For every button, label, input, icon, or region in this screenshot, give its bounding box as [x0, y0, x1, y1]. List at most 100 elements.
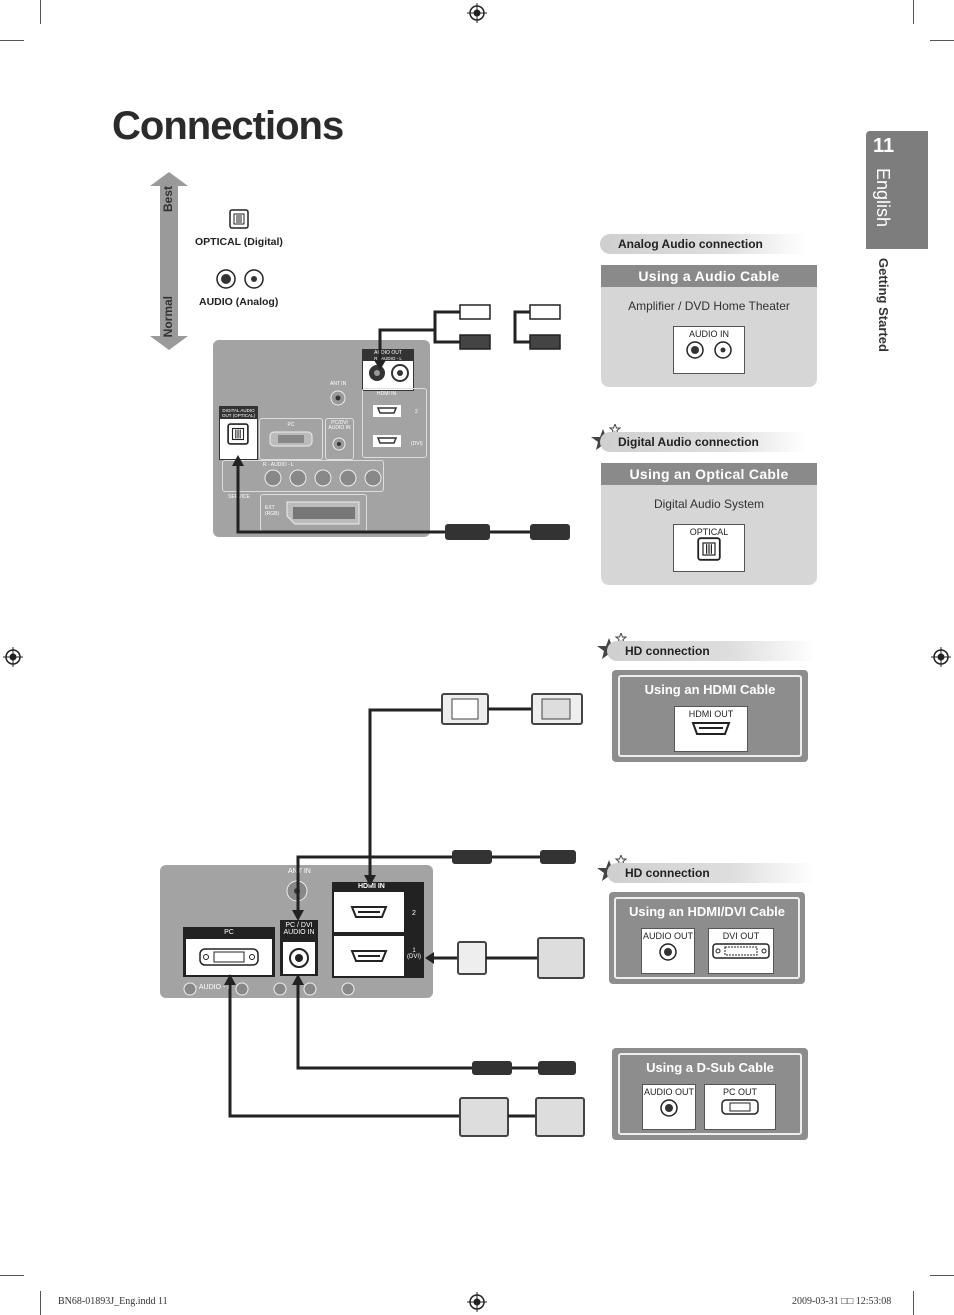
digital-audio-title: Using an Optical Cable	[601, 463, 817, 485]
hdmi-port-icon	[350, 906, 388, 918]
page-tab	[866, 131, 928, 249]
ext-rgb-label: EXT (RGB)	[265, 505, 280, 517]
hdmi-out-port-box: HDMI OUT	[674, 706, 748, 752]
optical-port-icon	[697, 537, 721, 561]
audio-out-label: AUDIO OUT	[642, 931, 693, 941]
hdmi-in-label: HDMI IN	[377, 391, 397, 397]
vga-port-icon	[199, 948, 259, 966]
hdmi-port-icon	[373, 405, 401, 417]
hdmi-1-dvi-label: 1 (DVI)	[407, 948, 421, 960]
language-label: English	[873, 168, 893, 228]
audio-out-label: AUDIO OUT	[363, 350, 413, 356]
component-jacks-icon	[264, 469, 382, 487]
digital-audio-out-box: DIGITAL AUDIO OUT (OPTICAL)	[219, 406, 258, 460]
crop-mark	[0, 1275, 24, 1276]
dvi-out-port-box: DVI OUT	[708, 928, 774, 974]
audio-out-box: AUDIO OUT R - AUDIO - L	[362, 349, 414, 391]
optical-label: OPTICAL	[689, 527, 729, 537]
crop-mark	[40, 1291, 41, 1315]
hdmi-port-icon	[373, 435, 401, 447]
analog-audio-header: Analog Audio connection	[600, 234, 806, 254]
audio-row-label: R - AUDIO - L	[263, 462, 294, 468]
registration-mark-icon	[467, 3, 487, 23]
pc-vga-box	[186, 939, 272, 975]
audio-out-lr-label: R - AUDIO - L	[363, 356, 413, 361]
crop-mark	[40, 0, 41, 24]
audio-out-label: AUDIO OUT	[643, 1087, 694, 1097]
pc-out-label: PC OUT	[722, 1087, 757, 1097]
audio-analog-label: AUDIO (Analog)	[199, 296, 279, 308]
vga-port-icon	[721, 1099, 759, 1115]
crop-mark	[930, 40, 954, 41]
hdmi-port-icon	[691, 722, 731, 735]
audio-in-label: AUDIO IN	[283, 929, 315, 936]
dvi-out-label: DVI OUT	[722, 931, 760, 941]
hdmi-port-icon	[350, 950, 388, 962]
rca-jacks-icon	[216, 269, 264, 289]
hdmi-2-label: 2	[415, 409, 418, 415]
hdmi-port-2-box	[334, 892, 404, 932]
vga-port-icon	[269, 431, 313, 447]
hdmi-dvi-cable-panel: Using an HDMI/DVI Cable AUDIO OUT DVI OU…	[609, 892, 805, 984]
audio-out-jacks-icon	[369, 364, 409, 382]
hdmi-out-label: HDMI OUT	[688, 709, 734, 719]
digital-audio-header: Digital Audio connection	[600, 432, 806, 452]
audio-out-port-box: AUDIO OUT	[641, 928, 695, 974]
optical-port-box: OPTICAL	[673, 524, 745, 572]
optical-port-icon	[229, 209, 249, 229]
pc-port-block: PC	[183, 927, 275, 977]
hdmi-2-label: 2	[412, 910, 416, 917]
quality-scale-arrow-icon	[150, 172, 188, 350]
crop-mark	[0, 40, 24, 41]
dsub-cable-panel: Using a D-Sub Cable AUDIO OUT PC OUT	[612, 1048, 808, 1140]
pc-label: PC	[287, 422, 295, 428]
audio-row-label: R - AUDIO - L	[188, 984, 232, 991]
dsub-cable-title: Using a D-Sub Cable	[646, 1060, 774, 1075]
pc-dvi-audio-in-block: PC/DVI AUDIO IN	[325, 418, 354, 460]
analog-audio-panel: Using a Audio Cable Amplifier / DVD Home…	[601, 265, 817, 387]
hdmi-port-1-box	[334, 936, 404, 976]
hd-connection-header: HD connection	[607, 863, 815, 883]
ant-in-label: ANT IN	[330, 381, 347, 387]
pc-dvi-audio-in-label: PC/DVI AUDIO IN	[328, 420, 351, 431]
hdmi-cable-panel: Using an HDMI Cable HDMI OUT	[612, 670, 808, 762]
digital-audio-panel: Using an Optical Cable Digital Audio Sys…	[601, 463, 817, 585]
audio-in-port-box: AUDIO IN	[673, 326, 745, 374]
footer-timestamp: 2009-03-31 □□ 12:53:08	[792, 1296, 892, 1307]
hdmi-dvi-cable-title: Using an HDMI/DVI Cable	[628, 904, 786, 919]
pc-out-port-box: PC OUT	[704, 1084, 776, 1130]
component-row: R - AUDIO - L	[222, 460, 384, 492]
crop-mark	[913, 0, 914, 24]
hdmi-dvi-label: (DVI)	[411, 441, 423, 447]
audio-out-port-box: AUDIO OUT	[642, 1084, 696, 1130]
crop-mark	[930, 1275, 954, 1276]
audio-jack-icon	[659, 943, 677, 961]
audio-jack-icon	[289, 948, 309, 968]
audio-jack-icon	[332, 437, 346, 451]
section-label: Getting Started	[876, 258, 891, 352]
registration-mark-icon	[3, 647, 23, 667]
hd-connection-header: HD connection	[607, 641, 815, 661]
registration-mark-icon	[931, 647, 951, 667]
component-jacks-icon	[183, 982, 355, 996]
hdmi-dvi-inner-frame: Using an HDMI/DVI Cable AUDIO OUT DVI OU…	[614, 897, 800, 979]
optical-port-icon	[227, 423, 249, 445]
registration-mark-icon	[467, 1292, 487, 1312]
digital-audio-out-label: DIGITAL AUDIO OUT (OPTICAL)	[220, 407, 257, 419]
digital-device-label: Digital Audio System	[653, 497, 765, 511]
rca-jacks-icon	[686, 341, 732, 359]
hdmi-cable-title: Using an HDMI Cable	[644, 682, 776, 697]
audio-jack-icon	[660, 1099, 678, 1117]
analog-audio-title: Using a Audio Cable	[601, 265, 817, 287]
pc-dvi-audio-in-block: PC / DVI AUDIO IN	[280, 920, 318, 976]
page-title: Connections	[112, 104, 344, 148]
audio-in-label: AUDIO IN	[688, 329, 729, 339]
top-cables-diagram	[232, 304, 570, 540]
quality-best-label: Best	[161, 186, 175, 213]
optical-digital-label: OPTICAL (Digital)	[195, 236, 283, 248]
dsub-inner-frame: Using a D-Sub Cable AUDIO OUT PC OUT	[618, 1053, 802, 1135]
hdmi-in-block: HDMI IN 2 1 (DVI)	[332, 882, 424, 978]
pc-dvi-label: PC / DVI	[285, 922, 313, 929]
page-number: 11	[873, 135, 895, 157]
pc-label: PC	[224, 929, 234, 936]
